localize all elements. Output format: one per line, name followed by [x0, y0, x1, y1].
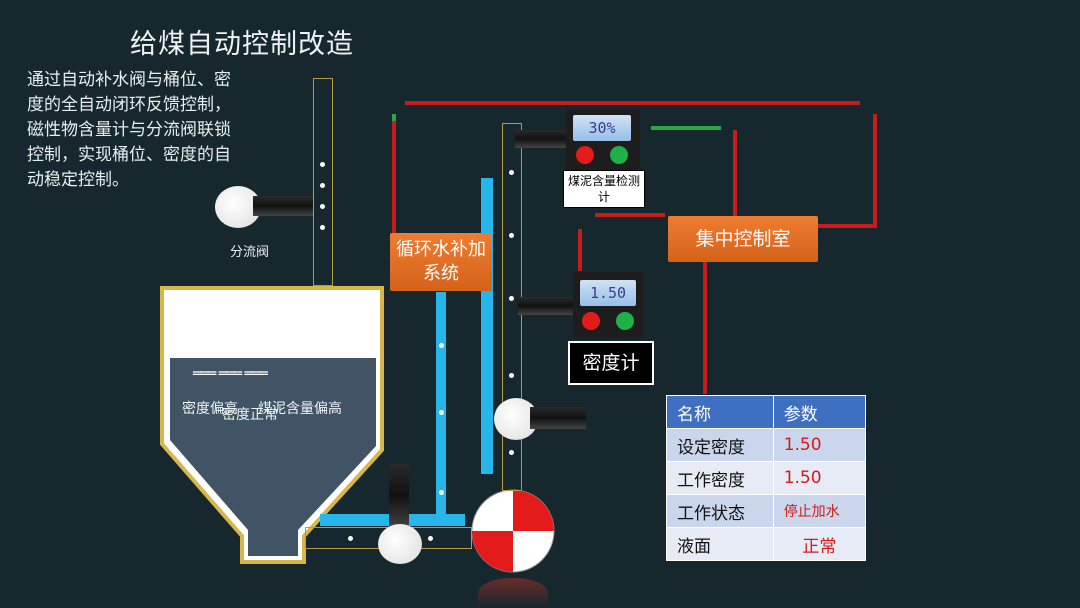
riser-pipe-left [313, 78, 333, 286]
density-meter-green-led [616, 312, 634, 330]
magnetic-meter-display: 30% [573, 115, 631, 141]
tank-status-a: 密度偏高 [182, 401, 238, 417]
riser-dot [320, 162, 325, 167]
table-row: 工作状态 停止加水 [666, 494, 867, 528]
density-meter-red-led [582, 312, 600, 330]
description-text: 通过自动补水阀与桶位、密度的全自动闭环反馈控制，磁性物含量计与分流阀联锁控制，实… [27, 70, 231, 190]
riser-right-dot [509, 170, 514, 175]
bottom-pipe-dot [428, 536, 433, 541]
signal-line-right-drop [873, 114, 877, 226]
water-pipe-right [481, 178, 493, 474]
signal-line-meter2 [578, 229, 582, 271]
slurry-tank [160, 286, 384, 564]
table-cell-value: 停止加水 [772, 494, 867, 528]
density-meter-arm [518, 297, 578, 315]
magnetic-meter-red-led [576, 146, 594, 164]
table-cell-name: 工作密度 [666, 461, 774, 495]
riser-dot [320, 183, 325, 188]
signal-line-left-green [392, 114, 396, 121]
riser-dot [320, 204, 325, 209]
table-header-name: 名称 [666, 395, 774, 429]
tank-status-b: 密度正常 [222, 407, 278, 423]
pump-icon [471, 489, 555, 573]
signal-line-green-h [651, 126, 721, 130]
magnetic-meter-label: 煤泥含量检测计 [563, 170, 645, 208]
riser-dot [320, 225, 325, 230]
magnetic-meter-arm [515, 130, 570, 148]
table-cell-value: 1.50 [772, 461, 867, 495]
signal-line-table [703, 262, 707, 394]
water-pipe-vertical [436, 292, 446, 516]
table-row: 工作密度 1.50 [666, 461, 867, 495]
tank-wave-icon: ═══ ═══ ═══ [193, 366, 268, 382]
table-header-row: 名称 参数 [666, 395, 867, 429]
bottom-pipe-dot [348, 536, 353, 541]
magnetic-meter-green-led [610, 146, 628, 164]
density-meter-display: 1.50 [580, 280, 636, 306]
signal-line-cr-right [817, 224, 877, 228]
density-meter-label: 密度计 [568, 341, 654, 385]
control-room-box: 集中控制室 [668, 216, 818, 262]
diversion-valve-label: 分流阀 [230, 245, 270, 260]
makeup-water-system-box: 循环水补加系统 [390, 233, 492, 291]
parameter-table: 名称 参数 设定密度 1.50 工作密度 1.50 工作状态 停止加水 液面 正… [666, 395, 867, 561]
table-cell-name: 设定密度 [666, 428, 774, 462]
signal-line-top [405, 101, 860, 105]
table-cell-name: 液面 [666, 527, 774, 561]
water-pipe-dot [439, 490, 444, 495]
riser-right-dot [509, 233, 514, 238]
table-cell-value: 正常 [772, 527, 867, 561]
table-header-value: 参数 [772, 395, 867, 429]
table-cell-name: 工作状态 [666, 494, 774, 528]
table-row: 设定密度 1.50 [666, 428, 867, 462]
bottom-valve-icon [378, 524, 422, 564]
signal-line-cr-top [733, 130, 737, 216]
pump-reflection [478, 578, 548, 608]
table-row: 液面 正常 [666, 527, 867, 561]
table-cell-value: 1.50 [772, 428, 867, 462]
riser-right-dot [509, 373, 514, 378]
riser-right-dot [509, 450, 514, 455]
riser-right-dot [509, 296, 514, 301]
signal-line-meter-cr [595, 213, 665, 217]
tank-status-c: 煤泥含量偏高 [258, 401, 342, 417]
water-pipe-dot [439, 410, 444, 415]
bottom-valve-actuator [389, 464, 409, 528]
diversion-valve-actuator [253, 196, 313, 216]
page-title: 给煤自动控制改造 [130, 29, 354, 60]
signal-line-left-drop [392, 119, 396, 239]
makeup-valve-actuator [530, 407, 586, 429]
water-pipe-dot [439, 343, 444, 348]
